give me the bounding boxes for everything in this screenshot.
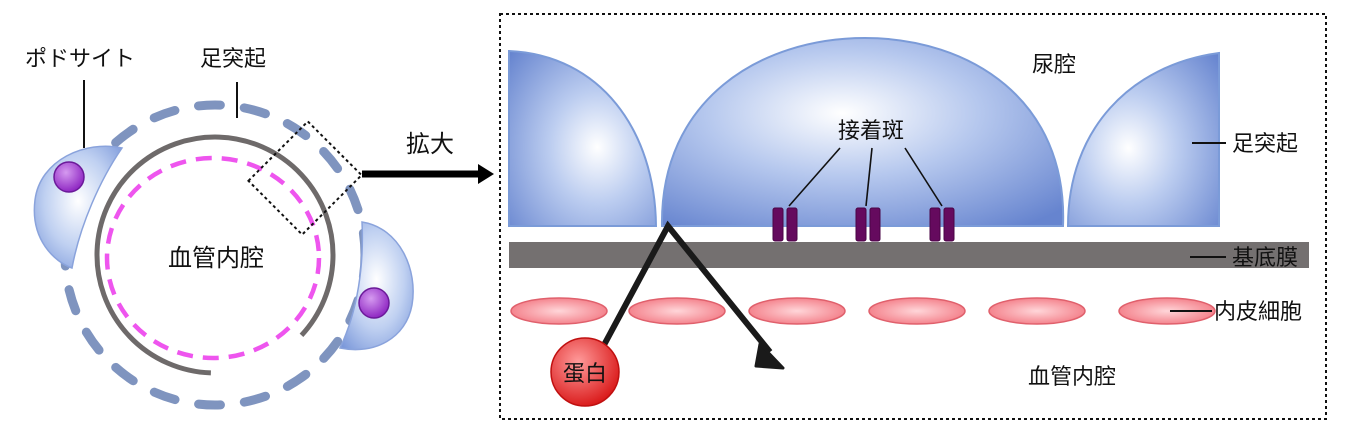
magnify-arrow: 拡大 [362, 130, 494, 184]
focal-adhesion-1b [786, 207, 798, 242]
vessel-lumen-label-left: 血管内腔 [168, 244, 264, 272]
focal-adhesion-group [772, 207, 955, 242]
endothelial-cell-6 [1118, 297, 1216, 325]
protein-path-arrowhead [754, 342, 785, 370]
foot-process-left [508, 49, 658, 227]
focal-adhesion-2a [855, 207, 867, 242]
endothelium-ring [104, 155, 322, 361]
focal-adhesion-2b [869, 207, 881, 242]
magnified-panel: 接着斑 尿腔 足突起 基底膜 内皮細胞 蛋白 血管内腔 [499, 13, 1327, 420]
capillary-cross-section: ポドサイト 足突起 血管内腔 [25, 47, 414, 410]
protein-ball [550, 337, 620, 407]
podocyte-nucleus-right [358, 287, 390, 319]
podocyte-label: ポドサイト [25, 47, 135, 72]
endothelial-cell-5 [988, 297, 1086, 325]
foot-process-center [660, 36, 1065, 227]
protein-label: 蛋白 [563, 362, 607, 387]
magnify-region-box [247, 120, 363, 236]
endothelial-cell-label: 内皮細胞 [1214, 300, 1302, 325]
endothelial-cell-1 [510, 297, 608, 325]
adhesion-leader-3 [904, 147, 943, 207]
podocyte-cell-right [338, 221, 414, 351]
vessel-lumen-label-right: 血管内腔 [1028, 365, 1116, 390]
urinary-space-label: 尿腔 [1032, 53, 1076, 78]
basement-membrane-ring [94, 134, 336, 376]
basement-membrane-label: 基底膜 [1232, 246, 1298, 271]
adhesion-leader-1 [788, 147, 841, 207]
foot-process-label-top: 足突起 [200, 47, 266, 72]
endothelial-cell-4 [868, 297, 966, 325]
foot-process-right [1066, 51, 1220, 227]
focal-adhesion-3b [943, 207, 955, 242]
focal-adhesion-3a [929, 207, 941, 242]
adhesion-leader-2 [865, 147, 873, 207]
magnify-label: 拡大 [406, 130, 454, 158]
basement-membrane-band [509, 242, 1309, 268]
focal-adhesion-label: 接着斑 [838, 119, 904, 144]
endothelial-cells [510, 297, 1216, 325]
protein-path-line [601, 220, 773, 354]
podocyte-nucleus-left [53, 161, 85, 193]
focal-adhesion-1a [772, 207, 784, 242]
foot-process-label-right: 足突起 [1232, 132, 1298, 157]
endothelial-cell-3 [748, 297, 846, 325]
endothelial-cell-2 [628, 297, 726, 325]
